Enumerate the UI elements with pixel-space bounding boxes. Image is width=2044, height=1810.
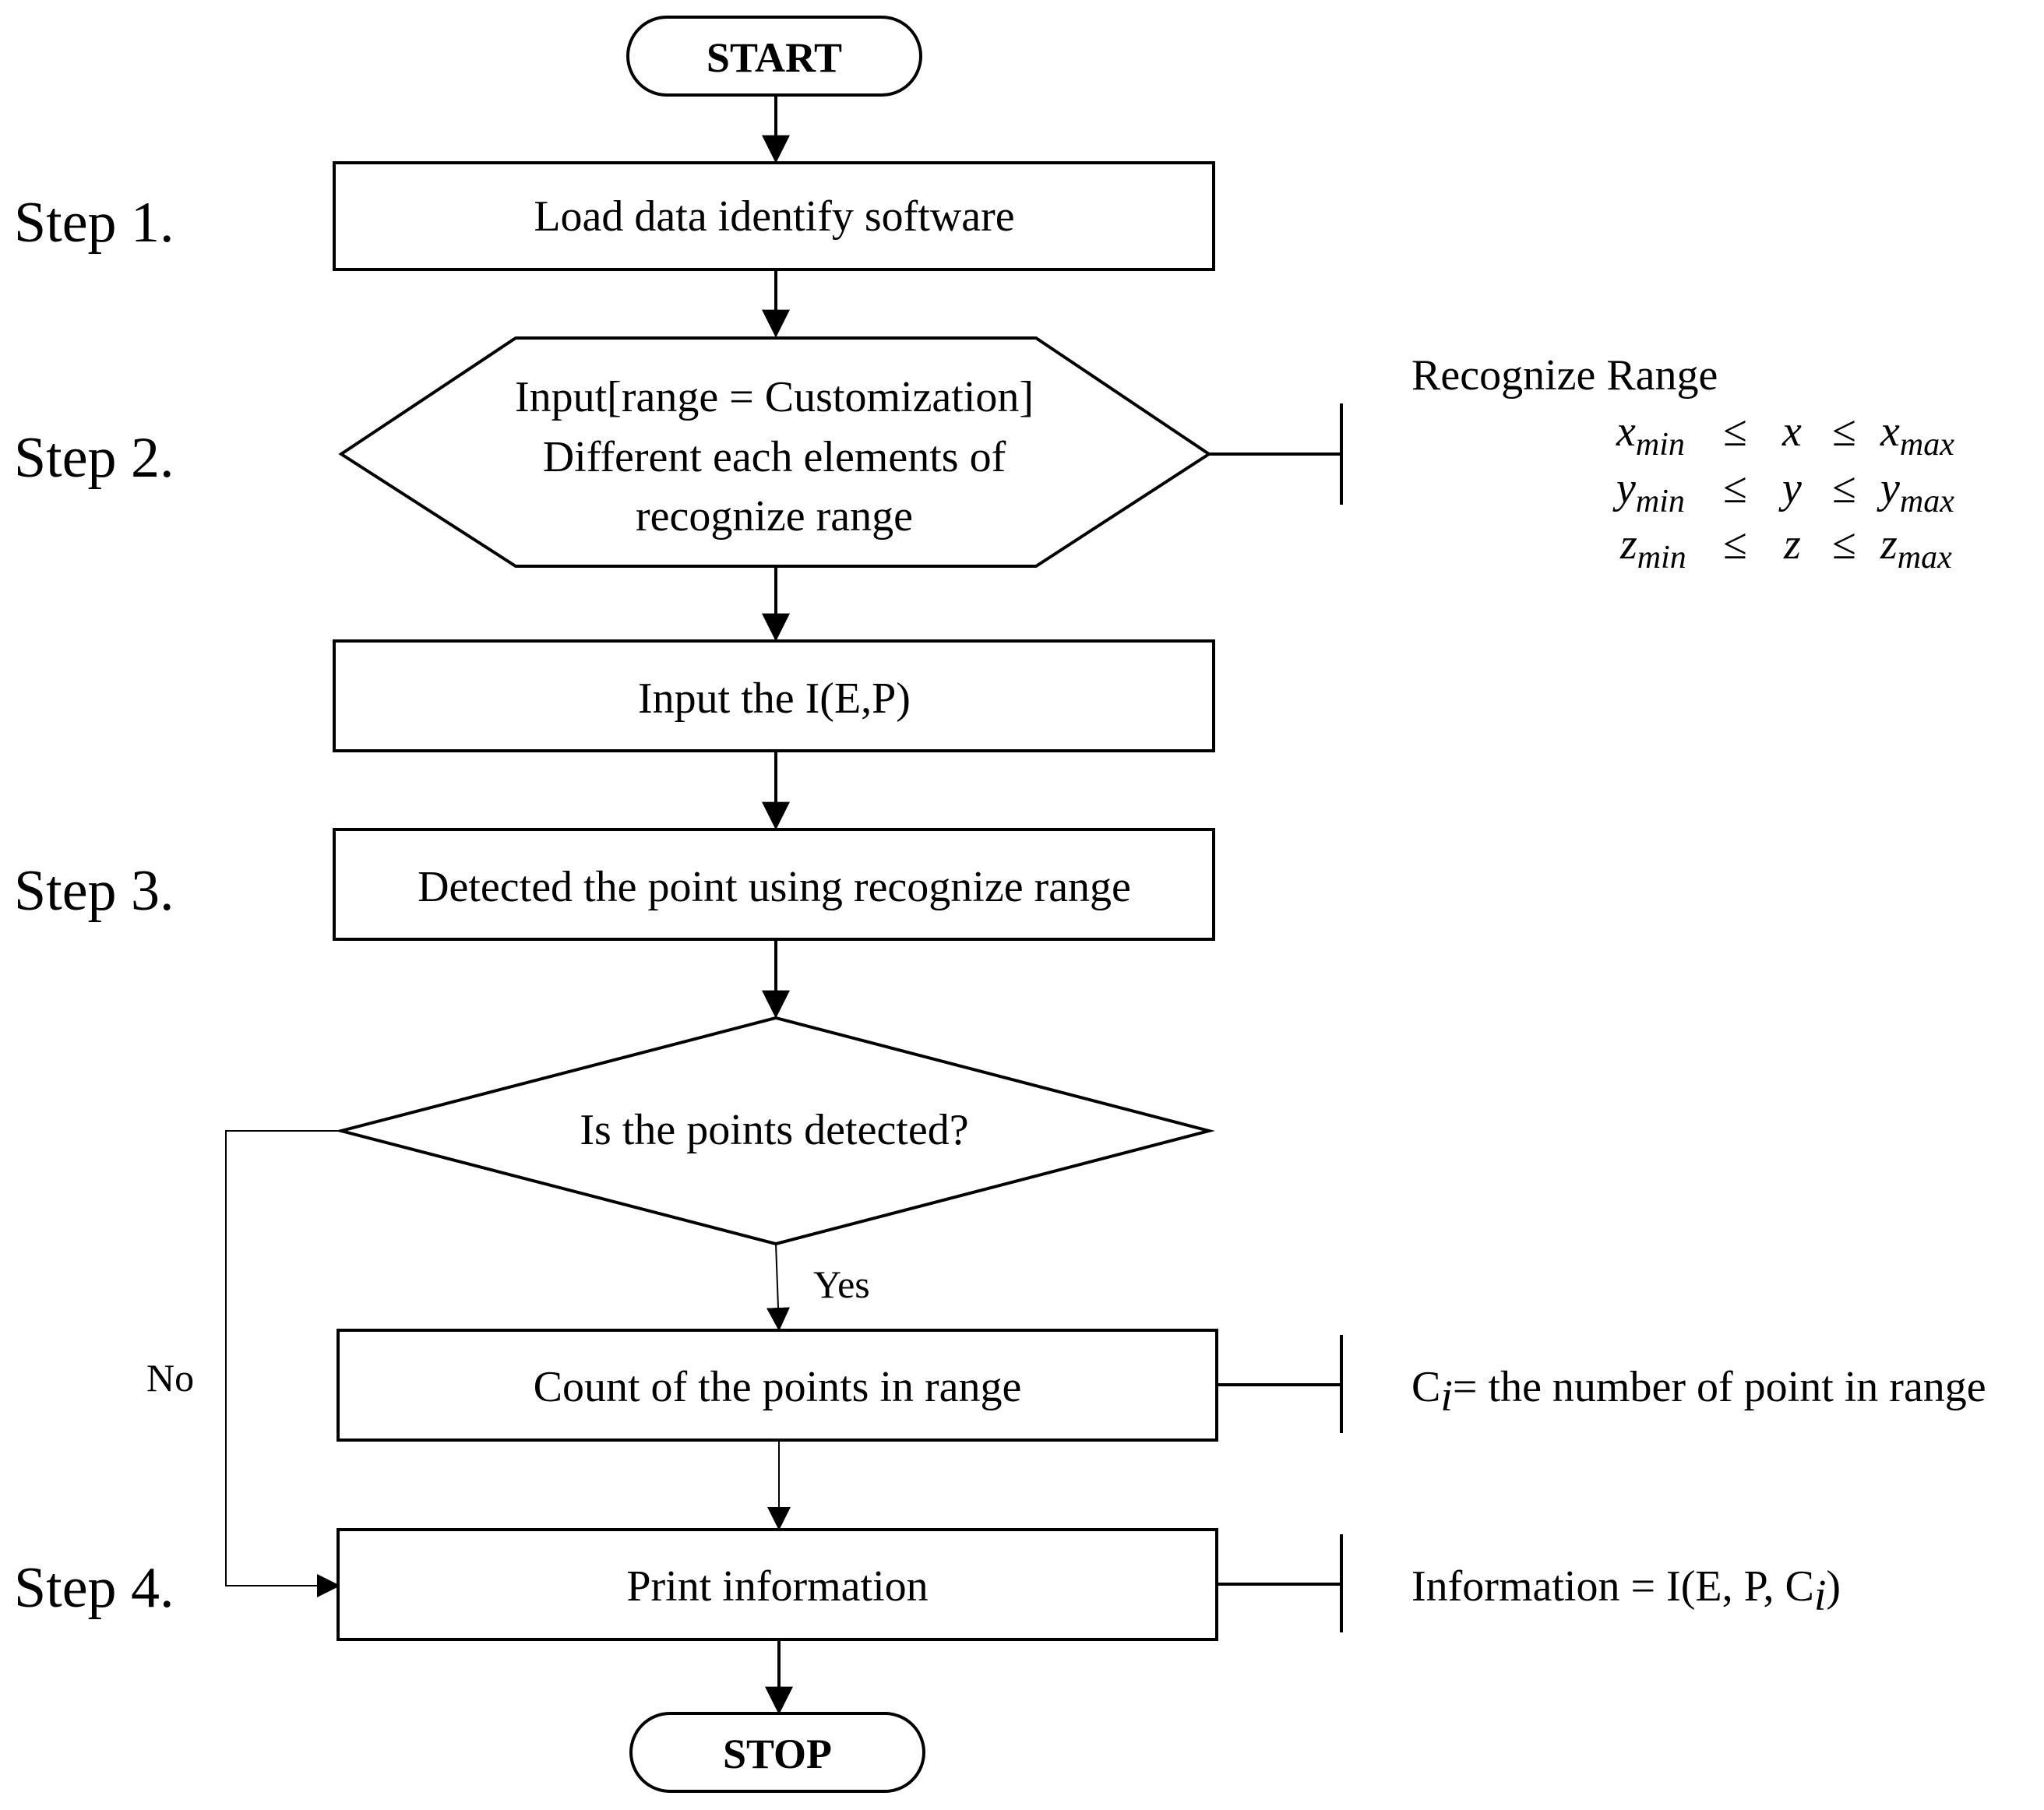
count-label: Count of the points in range [534,1363,1022,1411]
range-row-x: xmin ≤ x ≤ xmax [1616,407,1954,463]
print-shape [337,1528,1218,1641]
step-label-4: Step 4. [14,1556,174,1620]
info-definition: Information = I(E, P, Ci) [1411,1562,1841,1620]
recognize-range-title: Recognize Range [1411,351,1718,400]
range-x-var: x [1781,407,1802,456]
stop-shape [629,1712,925,1793]
range-x-op1: ≤ [1723,407,1747,456]
recognize-range-annotation: Recognize Range xmin ≤ x ≤ xmax ymin ≤ y… [1411,351,1954,576]
input-range-node: Input[range = Customization] Different e… [338,336,1212,568]
input-range-line3: recognize range [636,492,913,541]
count-node: Count of the points in range [337,1329,1218,1442]
range-y-min: ymin [1612,464,1685,519]
stop-node: STOP [629,1712,925,1793]
count-definition: Ci= the number of point in range [1411,1363,1986,1421]
load-data-shape [333,161,1215,271]
load-data-label: Load data identify software [534,192,1014,241]
detect-label: Detected the point using recognize range [418,863,1131,911]
detect-node: Detected the point using recognize range [333,828,1215,941]
arrow-decision-no [225,1130,341,1597]
arrow-decision-yes [766,1243,790,1331]
start-node: START [626,16,922,97]
range-y-var: y [1778,464,1802,512]
stop-label: STOP [723,1731,832,1777]
start-label: START [707,34,842,81]
range-row-y: ymin ≤ y ≤ ymax [1612,464,1954,519]
edge-label-no: No [146,1356,194,1400]
decision-node: Is the points detected? [335,1016,1215,1246]
step-label-1: Step 1. [14,191,174,255]
input-range-line2: Different each elements of [543,433,1006,481]
input-range-shape [338,336,1212,568]
edge-label-yes: Yes [813,1262,870,1306]
range-z-max: zmax [1880,520,1952,576]
range-row-z: zmin ≤ z ≤ zmax [1619,520,1952,576]
decision-label: Is the points detected? [580,1106,968,1154]
load-data-node: Load data identify software [333,161,1215,271]
range-z-var: z [1783,520,1801,569]
range-z-op1: ≤ [1723,520,1747,569]
range-x-min: xmin [1616,407,1685,463]
input-iep-node: Input the I(E,P) [333,639,1215,752]
step-label-3: Step 3. [14,859,174,923]
range-y-op1: ≤ [1723,464,1747,512]
range-x-max: xmax [1880,407,1954,463]
print-label: Print information [626,1562,928,1611]
print-node: Print information [337,1528,1218,1641]
range-y-max: ymax [1877,464,1954,519]
range-z-op2: ≤ [1832,520,1856,569]
input-iep-label: Input the I(E,P) [638,674,911,723]
count-shape [337,1329,1218,1442]
step-label-2: Step 2. [14,426,174,490]
range-y-op2: ≤ [1832,464,1856,512]
input-iep-shape [333,639,1215,752]
range-x-op2: ≤ [1832,407,1856,456]
range-z-min: zmin [1619,520,1686,576]
input-range-line1: Input[range = Customization] [515,373,1034,421]
detect-shape [333,828,1215,941]
